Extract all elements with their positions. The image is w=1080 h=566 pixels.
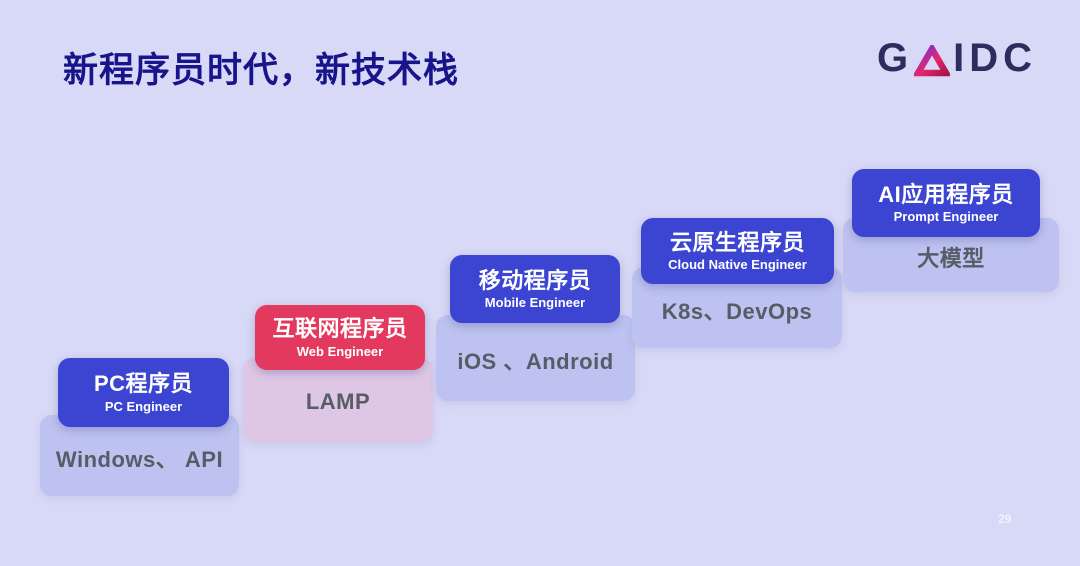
role-subtitle: Cloud Native Engineer <box>668 257 807 273</box>
stack-label: iOS 、Android <box>457 349 614 374</box>
role-title: 云原生程序员 <box>669 229 805 255</box>
role-subtitle: Web Engineer <box>296 343 384 359</box>
gaidc-logo: G IDC <box>877 36 1037 80</box>
logo-text-right: IDC <box>953 35 1038 80</box>
stack-card-pc: Windows、 API <box>40 415 239 496</box>
stack-card-web: LAMP <box>243 358 433 442</box>
role-title: AI应用程序员 <box>878 181 1014 207</box>
role-title: PC程序员 <box>93 371 194 397</box>
role-pill-ai: AI应用程序员 Prompt Engineer <box>852 169 1040 237</box>
stack-label: Windows、 API <box>55 446 224 472</box>
slide-title: 新程序员时代，新技术栈 <box>63 51 460 90</box>
role-subtitle: Prompt Engineer <box>893 209 999 225</box>
stack-card-mobile: iOS 、Android <box>436 315 635 401</box>
logo-text-left: G <box>877 35 914 80</box>
stack-label: 大模型 <box>917 246 985 271</box>
role-pill-pc: PC程序员 PC Engineer <box>58 358 229 427</box>
role-title: 移动程序员 <box>478 267 592 293</box>
role-pill-mobile: 移动程序员 Mobile Engineer <box>450 255 620 323</box>
role-subtitle: PC Engineer <box>104 398 183 414</box>
page-number: 29 <box>998 512 1012 526</box>
stack-label: K8s、DevOps <box>661 298 813 324</box>
role-pill-cloud: 云原生程序员 Cloud Native Engineer <box>641 218 834 284</box>
role-subtitle: Mobile Engineer <box>484 295 586 311</box>
stack-label: LAMP <box>305 389 371 414</box>
role-pill-web: 互联网程序员 Web Engineer <box>255 305 425 370</box>
role-title: 互联网程序员 <box>272 316 408 342</box>
logo-triangle-icon <box>914 45 951 77</box>
